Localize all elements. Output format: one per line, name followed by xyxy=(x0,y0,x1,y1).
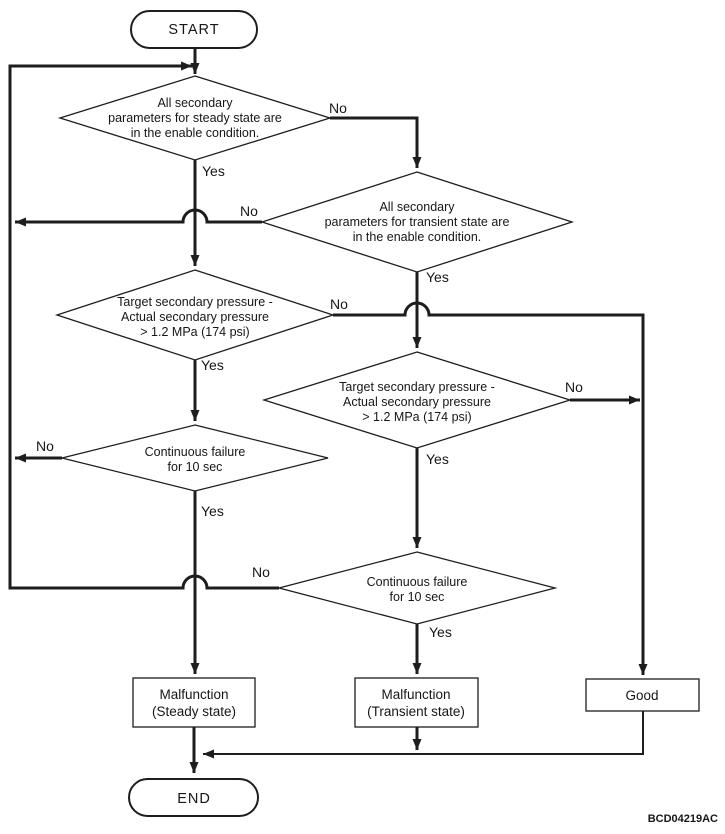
result-good: Good xyxy=(585,678,700,712)
decision-steady-pressure-shape xyxy=(54,269,336,361)
label-yes-steady-failure: Yes xyxy=(201,503,224,519)
result-malfunction-steady-line2: (Steady state) xyxy=(152,704,236,719)
decision-steady-enable-line3: in the enable condition. xyxy=(131,126,260,140)
result-good-label: Good xyxy=(625,688,658,703)
decision-transient-failure-line1: Continuous failure xyxy=(367,575,468,589)
label-yes-transient-failure: Yes xyxy=(429,624,452,640)
result-malfunction-steady-line1: Malfunction xyxy=(159,687,228,702)
decision-transient-enable-shape xyxy=(259,171,575,273)
decision-transient-enable-line1: All secondary xyxy=(379,200,455,214)
branch-labels: No Yes No Yes No Yes No Yes No Yes No Ye… xyxy=(36,100,583,640)
label-yes-steady-pressure: Yes xyxy=(201,357,224,373)
decision-transient-enable-line2: parameters for transient state are xyxy=(325,215,510,229)
label-no-transient-pressure: No xyxy=(565,379,583,395)
start-terminator-shape xyxy=(130,10,258,49)
decision-steady-pressure-line2: Actual secondary pressure xyxy=(121,310,269,324)
start-label: START xyxy=(168,22,219,38)
decision-transient-failure-shape xyxy=(276,551,558,625)
decision-transient-failure: Continuous failure for 10 sec xyxy=(276,551,558,625)
decision-steady-failure: Continuous failure for 10 sec xyxy=(61,424,329,492)
decision-steady-pressure: Target secondary pressure - Actual secon… xyxy=(54,269,336,361)
edges xyxy=(8,47,648,773)
decision-steady-pressure-line3: > 1.2 MPa (174 psi) xyxy=(140,325,249,339)
decision-steady-enable-shape xyxy=(57,75,333,161)
start-terminator: START xyxy=(130,10,258,49)
decision-steady-failure-line2: for 10 sec xyxy=(168,460,223,474)
decision-transient-pressure: Target secondary pressure - Actual secon… xyxy=(261,351,573,449)
edge-no-steady-pressure-to-good xyxy=(333,301,648,675)
result-malfunction-transient-shape xyxy=(354,677,479,728)
edge-no-transient-failure-feedback-rail xyxy=(8,61,279,590)
label-no-steady-failure: No xyxy=(36,438,54,454)
edge-no-steady-enable-to-transient-enable xyxy=(330,116,422,168)
decision-steady-failure-shape xyxy=(61,424,329,492)
decision-transient-pressure-shape xyxy=(261,351,573,449)
decision-steady-failure-line1: Continuous failure xyxy=(145,445,246,459)
label-yes-transient-enable: Yes xyxy=(426,269,449,285)
decision-transient-failure-line2: for 10 sec xyxy=(390,590,445,604)
result-malfunction-transient-line2: (Transient state) xyxy=(367,704,465,719)
result-malfunction-steady-shape xyxy=(132,677,256,728)
end-terminator: END xyxy=(128,778,259,817)
label-yes-transient-pressure: Yes xyxy=(426,451,449,467)
decision-transient-enable-line3: in the enable condition. xyxy=(353,230,482,244)
figure-code: BCD04219AC xyxy=(648,813,718,825)
edge-no-transient-enable-to-rail xyxy=(15,208,262,227)
edge-good-to-merge xyxy=(203,711,644,759)
label-no-transient-failure: No xyxy=(252,564,270,580)
decision-steady-enable-line2: parameters for steady state are xyxy=(108,111,282,125)
result-malfunction-transient: Malfunction (Transient state) xyxy=(354,677,479,728)
decision-transient-pressure-line3: > 1.2 MPa (174 psi) xyxy=(362,410,471,424)
end-terminator-shape xyxy=(128,778,259,817)
result-malfunction-transient-line1: Malfunction xyxy=(381,687,450,702)
result-good-shape xyxy=(585,678,700,712)
label-no-steady-pressure: No xyxy=(330,296,348,312)
decision-transient-enable: All secondary parameters for transient s… xyxy=(259,171,575,273)
label-no-steady-enable: No xyxy=(329,100,347,116)
decision-steady-enable: All secondary parameters for steady stat… xyxy=(57,75,333,161)
decision-transient-pressure-line2: Actual secondary pressure xyxy=(343,395,491,409)
label-yes-steady-enable: Yes xyxy=(202,163,225,179)
label-no-transient-enable: No xyxy=(240,203,258,219)
decision-transient-pressure-line1: Target secondary pressure - xyxy=(339,380,495,394)
end-label: END xyxy=(177,791,211,807)
decision-steady-pressure-line1: Target secondary pressure - xyxy=(117,295,273,309)
decision-steady-enable-line1: All secondary xyxy=(157,96,233,110)
result-malfunction-steady: Malfunction (Steady state) xyxy=(132,677,256,728)
